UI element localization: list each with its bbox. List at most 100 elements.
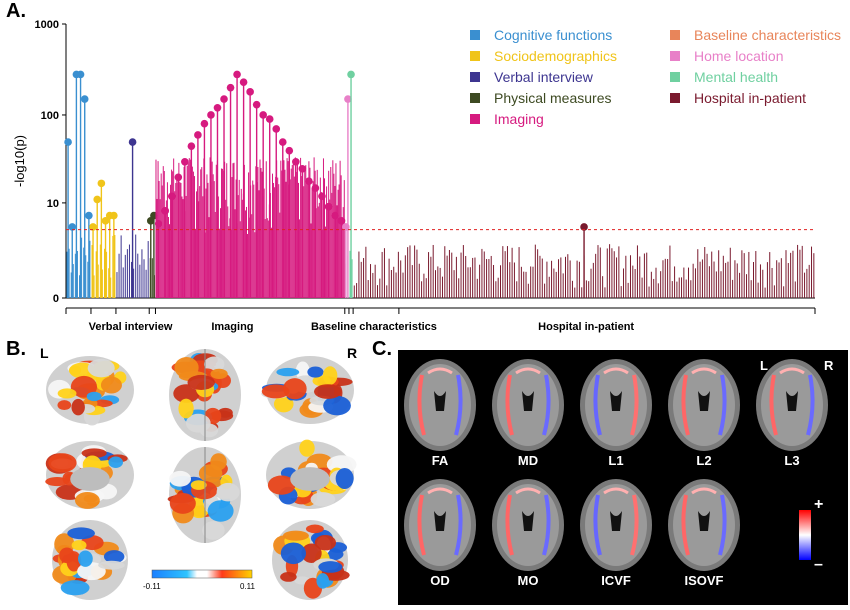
- slice-tract: [593, 374, 602, 436]
- slice-ventricle: [786, 391, 798, 411]
- slice-tract: [630, 374, 639, 436]
- highlight-point: [292, 158, 300, 166]
- brain-region: [59, 547, 75, 564]
- panel-c-label: C.: [372, 338, 392, 360]
- highlight-point: [154, 219, 163, 228]
- dti-metric-label: L1: [608, 453, 624, 468]
- dti-slice: [668, 479, 740, 571]
- highlight-point: [213, 103, 222, 112]
- brain-medial-wall: [290, 467, 330, 491]
- legend-swatch: [470, 72, 480, 82]
- slice-tract: [718, 494, 727, 556]
- brain-medial-wall: [70, 467, 110, 491]
- slice-tract: [427, 367, 453, 375]
- highlight-point: [64, 138, 72, 146]
- slice-tract: [454, 374, 463, 436]
- slice-tract: [681, 374, 690, 436]
- dti-slice: [668, 359, 740, 451]
- brain-region: [318, 561, 343, 573]
- brain-region: [78, 550, 93, 567]
- highlight-point: [68, 223, 77, 231]
- brain-view: [167, 447, 241, 543]
- x-group-label: Baseline characteristics: [311, 321, 437, 333]
- brain-colorbar: [151, 569, 253, 579]
- dti-metric-label: MO: [517, 573, 539, 588]
- brain-view: [272, 520, 350, 600]
- brain-region: [314, 534, 337, 551]
- dti-slice: [404, 479, 476, 571]
- slice-tract: [417, 374, 426, 436]
- slice-tract: [515, 487, 541, 495]
- brain-region: [190, 480, 207, 490]
- dti-metric-label: L3: [784, 453, 800, 468]
- highlight-point: [285, 146, 294, 155]
- slice-ventricle: [522, 511, 534, 531]
- brain-region: [57, 400, 72, 411]
- brain-region: [70, 375, 98, 398]
- highlight-point: [174, 173, 183, 182]
- brain-view: [261, 356, 354, 424]
- y-tick-label: 10: [47, 198, 59, 210]
- highlight-point: [85, 211, 93, 220]
- brain-region: [60, 580, 90, 596]
- dti-metric-label: FA: [431, 453, 449, 468]
- brain-region: [178, 398, 194, 419]
- brain-region: [48, 453, 77, 473]
- plot-stems: [64, 70, 815, 298]
- brain-region: [173, 384, 200, 403]
- slice-tract: [427, 487, 453, 495]
- panel-b-label: B.: [6, 338, 26, 360]
- dti-slice: [580, 479, 652, 571]
- brain-region: [202, 521, 225, 540]
- slice-ventricle: [522, 391, 534, 411]
- brain-view: [169, 349, 241, 441]
- highlight-point: [265, 115, 274, 123]
- brain-region: [71, 540, 87, 551]
- slice-tract: [603, 487, 629, 495]
- brain-region: [74, 492, 100, 509]
- colorbar-max-label: 0.11: [240, 582, 255, 591]
- y-tick-label: 100: [41, 110, 59, 122]
- brain-region: [316, 573, 330, 589]
- dti-metric-label: L2: [696, 453, 712, 468]
- slice-tract: [542, 374, 551, 436]
- dti-colorbar: [799, 510, 811, 560]
- brain-renders: [45, 349, 357, 600]
- brain-region: [273, 395, 294, 413]
- highlight-point: [226, 83, 235, 92]
- y-tick-label: 1000: [35, 19, 59, 31]
- legend-label: Baseline characteristics: [694, 27, 841, 43]
- slice-ventricle: [610, 391, 622, 411]
- highlight-point: [272, 125, 281, 133]
- highlight-point: [76, 70, 85, 79]
- highlight-point: [239, 78, 248, 86]
- brain-region: [216, 482, 240, 502]
- slice-tract: [593, 494, 602, 556]
- legend-label: Mental health: [694, 69, 778, 85]
- slice-tract: [505, 494, 514, 556]
- brain-region: [310, 492, 336, 507]
- legend-label: Imaging: [494, 111, 544, 127]
- highlight-point: [97, 179, 106, 188]
- slice-tract: [630, 494, 639, 556]
- legend-swatch: [670, 93, 680, 103]
- highlight-point: [246, 88, 254, 96]
- brain-region: [283, 378, 307, 400]
- slice-tract: [691, 487, 717, 495]
- right-hemisphere-letter: R: [347, 345, 358, 361]
- highlight-point: [128, 138, 137, 146]
- brain-region: [174, 357, 199, 379]
- brain-region: [299, 439, 315, 457]
- dti-slice: [756, 359, 828, 451]
- dti-colorbar-minus: –: [814, 556, 823, 573]
- brain-region: [210, 368, 228, 379]
- brain-region: [335, 468, 354, 490]
- brain-region: [100, 376, 122, 394]
- highlight-point: [167, 192, 176, 201]
- legend-label: Verbal interview: [494, 69, 594, 85]
- brain-region: [280, 542, 307, 565]
- brain-region: [185, 413, 211, 433]
- brain-region: [71, 398, 85, 416]
